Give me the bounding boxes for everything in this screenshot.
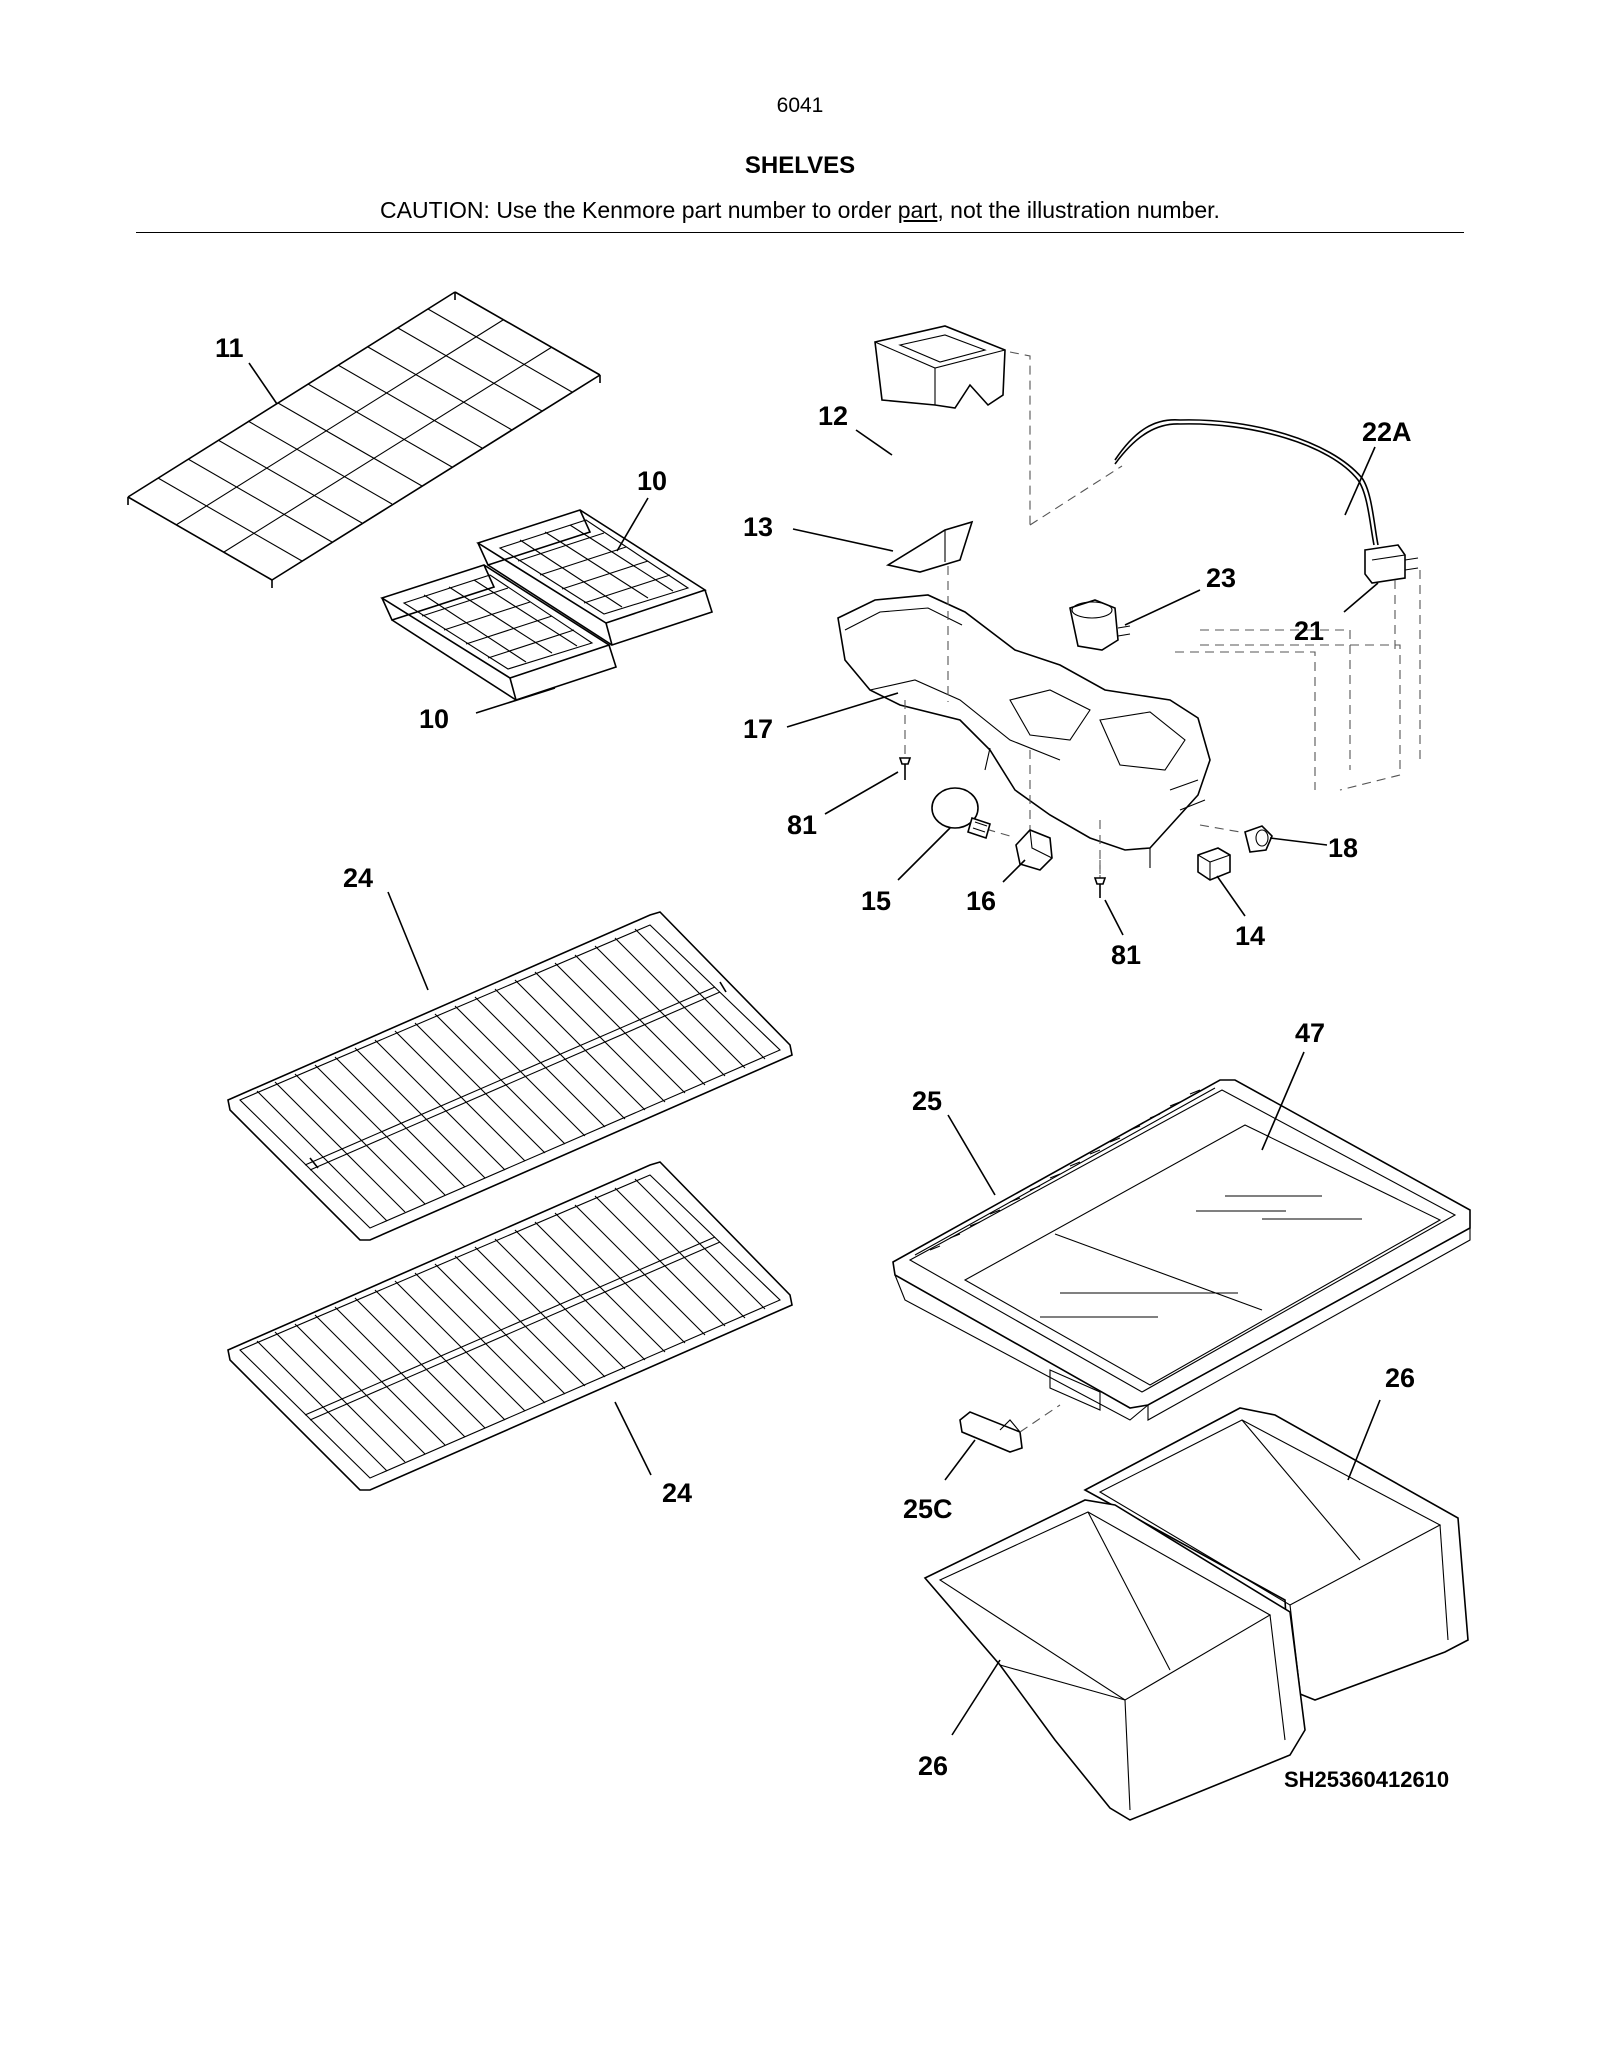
part-25-crisper-cover [892, 1079, 1471, 1421]
part-10-ice-tray-lower [380, 564, 618, 702]
part-81-screw-lower [1093, 877, 1107, 898]
callout-18: 18 [1328, 833, 1358, 863]
callout-81-upper: 81 [787, 810, 817, 840]
callout-12: 12 [818, 401, 848, 431]
callout-17: 17 [743, 714, 773, 744]
callout-23: 23 [1206, 563, 1236, 593]
callout-26-left: 26 [918, 1751, 948, 1781]
leader-lines [248, 362, 1381, 1736]
part-18-knob [1244, 825, 1273, 853]
callout-21: 21 [1294, 616, 1324, 646]
callout-13: 13 [743, 512, 773, 542]
callout-16: 16 [966, 886, 996, 916]
page-title: SHELVES [744, 152, 856, 179]
part-81-screw-upper [898, 757, 912, 780]
callout-47: 47 [1295, 1018, 1325, 1048]
caution-note: CAUTION: Use the Kenmore part number to … [0, 197, 1600, 224]
part-17-light-housing [837, 594, 1211, 868]
callout-10-lower: 10 [419, 704, 449, 734]
part-14-switch [1197, 847, 1231, 881]
assembly-dashed-lines [904, 351, 1421, 880]
part-13-deflector [885, 520, 974, 573]
callout-25: 25 [912, 1086, 942, 1116]
part-26-crisper-drawer-front [923, 1499, 1306, 1821]
part-22a-wire-harness [1114, 419, 1379, 546]
callout-10-upper: 10 [637, 466, 667, 496]
part-21-connector [1364, 544, 1419, 584]
callout-24-upper: 24 [343, 863, 373, 893]
callout-22a: 22A [1362, 417, 1412, 447]
part-24-shelf-upper [227, 911, 793, 1241]
page-number: 6041 [776, 94, 824, 117]
part-15-light-bulb [931, 787, 991, 840]
caution-text-end: , not the illustration number. [937, 197, 1220, 223]
part-23-timer [1069, 599, 1131, 651]
caution-text: CAUTION: Use the Kenmore part number to … [380, 197, 898, 223]
part-47-glass-insert [963, 1124, 1442, 1386]
callout-15: 15 [861, 886, 891, 916]
callout-14: 14 [1235, 921, 1265, 951]
part-25c-clip [959, 1404, 1061, 1453]
callout-24-lower: 24 [662, 1478, 692, 1508]
part-11-wire-shelf [127, 291, 601, 588]
callout-26-right: 26 [1385, 1363, 1415, 1393]
part-10-ice-tray-upper [476, 509, 714, 647]
caution-link-part[interactable]: part [897, 197, 938, 223]
callout-11: 11 [215, 333, 244, 363]
callout-25c: 25C [903, 1494, 953, 1524]
diagram-code: SH25360412610 [1284, 1767, 1449, 1792]
part-24-shelf-lower [227, 1161, 793, 1491]
callout-labels: 11 10 10 12 13 22A 23 21 17 81 81 15 16 … [215, 333, 1449, 1792]
part-12-ice-bin [874, 325, 1006, 409]
header-rule [136, 232, 1464, 233]
callout-81-lower: 81 [1111, 940, 1141, 970]
